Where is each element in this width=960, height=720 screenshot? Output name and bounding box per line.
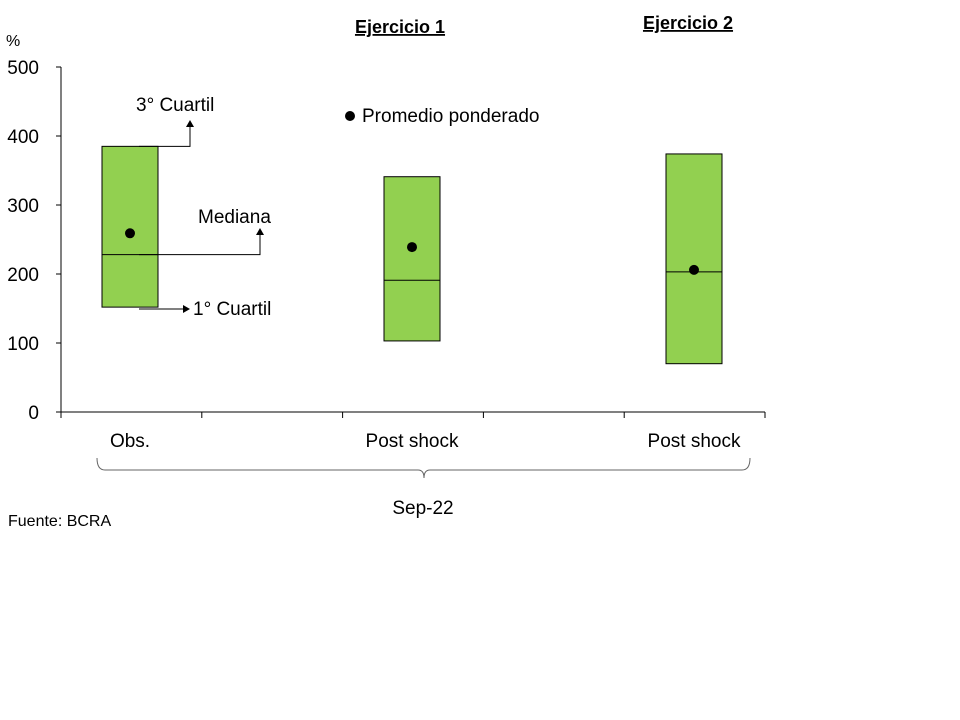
mean-dot [407, 242, 417, 253]
arrow-head-icon [186, 120, 194, 127]
x-group-label: Sep-22 [392, 498, 453, 519]
mean-dot [125, 228, 135, 239]
y-tick-label: 400 [7, 127, 39, 148]
category-label: Post shock [366, 431, 459, 452]
median-annotation: Mediana [198, 207, 271, 228]
y-tick-label: 200 [7, 265, 39, 286]
y-tick-label: 100 [7, 334, 39, 355]
q3-arrow [139, 122, 191, 147]
group-bracket [96, 457, 751, 479]
legend-label: Promedio ponderado [362, 106, 539, 127]
group-title-1: Ejercicio 1 [355, 17, 445, 37]
median-arrow [139, 232, 261, 256]
box [101, 145, 159, 308]
box [665, 153, 723, 365]
arrow-head-icon [183, 305, 190, 313]
y-tick-label: 300 [7, 196, 39, 217]
category-label: Post shock [648, 431, 741, 452]
source-note: Fuente: BCRA [8, 513, 111, 530]
group-title-2: Ejercicio 2 [643, 13, 733, 33]
arrow-head-icon [256, 228, 264, 235]
q3-annotation: 3° Cuartil [136, 95, 214, 116]
box [383, 176, 441, 342]
mean-dot [689, 264, 699, 275]
y-tick-label: 0 [28, 403, 39, 424]
category-label: Obs. [110, 431, 150, 452]
y-axis-label: % [6, 33, 20, 50]
q1-annotation: 1° Cuartil [193, 299, 271, 320]
y-tick-label: 500 [7, 58, 39, 79]
legend-marker [345, 111, 355, 121]
